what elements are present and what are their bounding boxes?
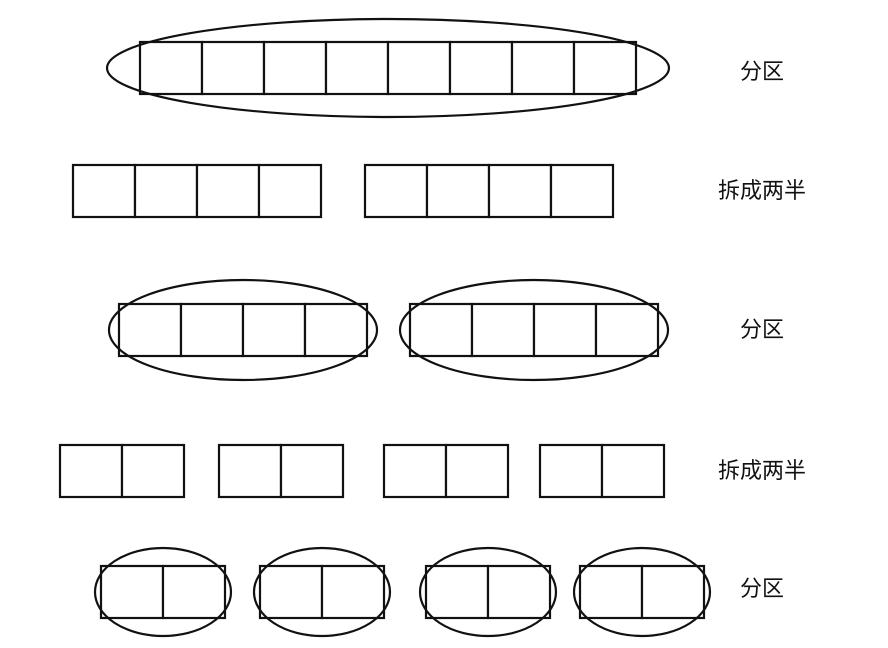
array-cell	[470, 302, 536, 358]
array-cell	[200, 40, 266, 96]
array-cell	[195, 163, 261, 219]
row-1-partition-ellipses	[105, 17, 671, 119]
array-cell	[120, 443, 186, 499]
row-3-cells	[117, 302, 660, 358]
row-5-cells	[99, 564, 706, 620]
partition-ellipse	[107, 278, 379, 382]
array-cell	[161, 564, 227, 620]
array-cell	[99, 564, 165, 620]
array-cell	[133, 163, 199, 219]
array-cell	[486, 564, 552, 620]
row-5-partition-ellipses	[93, 546, 712, 638]
array-cell	[444, 443, 510, 499]
array-cell	[117, 302, 183, 358]
row-2: 拆成两半	[71, 163, 806, 219]
row-5: 分区	[93, 546, 784, 638]
row-2-label: 拆成两半	[718, 179, 806, 204]
array-cell	[58, 443, 124, 499]
array-cell	[594, 302, 660, 358]
array-cell	[303, 302, 369, 358]
row-5-label: 分区	[740, 577, 784, 602]
array-cell	[138, 40, 204, 96]
array-cell	[320, 564, 386, 620]
partition-ellipse	[105, 17, 671, 119]
row-1-cells	[138, 40, 638, 96]
row-4: 拆成两半	[58, 443, 806, 499]
row-1-label: 分区	[740, 60, 784, 85]
array-cell	[217, 443, 283, 499]
array-cell	[510, 40, 576, 96]
row-3: 分区	[107, 278, 784, 382]
array-cell	[487, 163, 553, 219]
array-cell	[363, 163, 429, 219]
array-cell	[578, 564, 644, 620]
row-4-cells	[58, 443, 666, 499]
array-cell	[640, 564, 706, 620]
row-1: 分区	[105, 17, 784, 119]
row-2-cells	[71, 163, 615, 219]
row-3-partition-ellipses	[107, 278, 670, 382]
array-cell	[324, 40, 390, 96]
partition-ellipse	[572, 546, 712, 638]
array-cell	[257, 163, 323, 219]
array-cell	[538, 443, 604, 499]
array-cell	[71, 163, 137, 219]
array-cell	[600, 443, 666, 499]
array-cell	[386, 40, 452, 96]
row-4-label: 拆成两半	[718, 459, 806, 484]
array-cell	[408, 302, 474, 358]
array-cell	[549, 163, 615, 219]
array-cell	[424, 564, 490, 620]
array-cell	[262, 40, 328, 96]
partition-ellipse	[398, 278, 670, 382]
partition-ellipse	[252, 546, 392, 638]
array-cell	[572, 40, 638, 96]
array-cell	[241, 302, 307, 358]
array-cell	[179, 302, 245, 358]
row-3-label: 分区	[740, 318, 784, 343]
partition-ellipse	[93, 546, 233, 638]
array-cell	[382, 443, 448, 499]
array-cell	[258, 564, 324, 620]
partition-ellipse	[418, 546, 558, 638]
array-cell	[532, 302, 598, 358]
array-cell	[279, 443, 345, 499]
array-cell	[425, 163, 491, 219]
array-cell	[448, 40, 514, 96]
